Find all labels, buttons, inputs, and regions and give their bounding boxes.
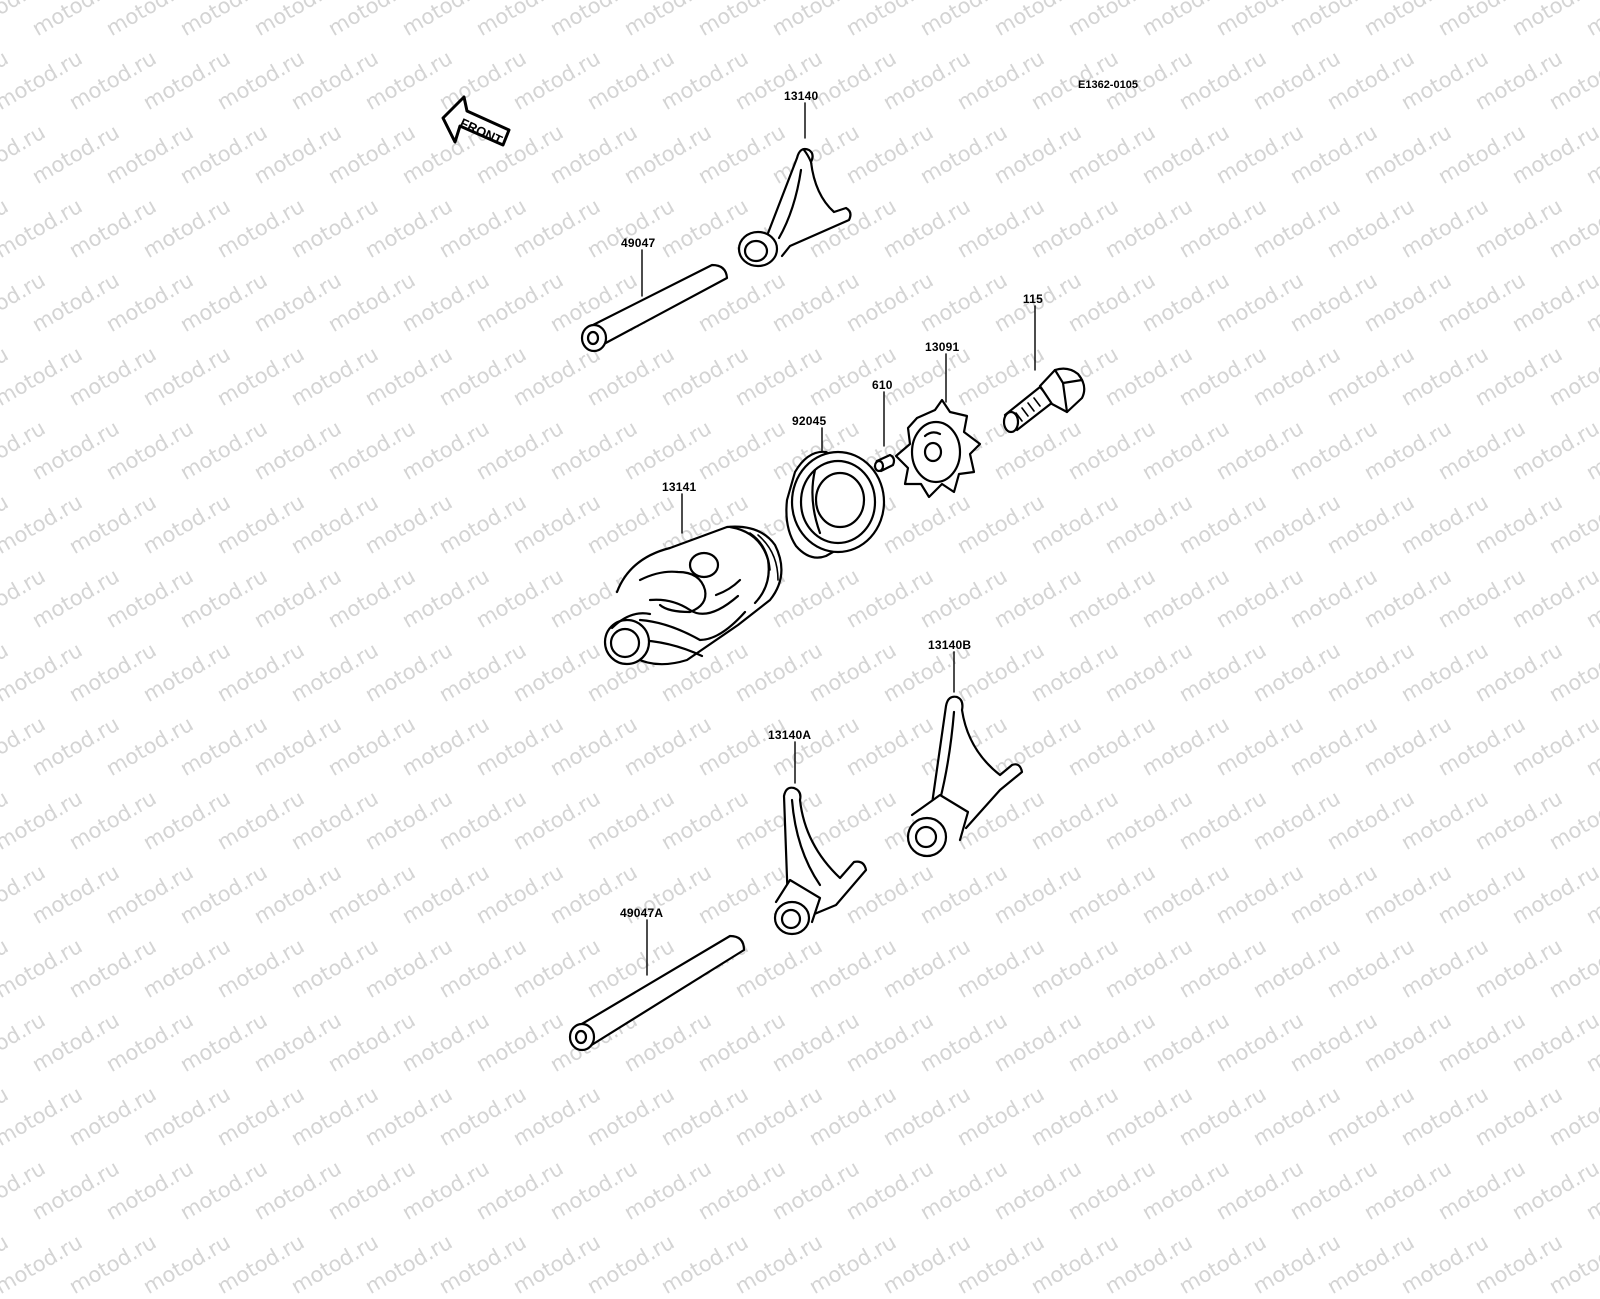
leader-lines	[641, 102, 1036, 976]
star-plate-icon	[894, 398, 982, 499]
bolt-icon	[1002, 367, 1086, 434]
watermark-text: motod.ru	[1249, 1229, 1345, 1299]
watermark-text: motod.ru	[1471, 1229, 1567, 1299]
shift-fork-icon	[906, 695, 1024, 858]
part-label-13141: 13141	[662, 480, 697, 494]
watermark-text: motod.ru	[1397, 1229, 1493, 1299]
watermark-text: motod.ru	[805, 1229, 901, 1299]
shift-rod-icon	[568, 934, 746, 1052]
part-label-115: 115	[1023, 292, 1043, 306]
part-label-610: 610	[872, 378, 893, 392]
shift-fork-icon	[737, 147, 852, 268]
part-label-49047A: 49047A	[620, 906, 664, 920]
watermark-text: motod.ru	[435, 1229, 531, 1299]
watermark-text: motod.ru	[139, 1229, 235, 1299]
watermark-text: motod.ru	[1027, 1229, 1123, 1299]
part-label-13140: 13140	[784, 89, 819, 103]
parts-drawing: FRONT	[441, 95, 1086, 1052]
watermark-text: motod.ru	[361, 1229, 457, 1299]
pin-icon	[873, 453, 896, 473]
shift-rod-icon	[580, 263, 729, 353]
watermark-text: motod.ru	[287, 1229, 383, 1299]
watermark-text: motod.ru	[509, 1229, 605, 1299]
watermark-text: motod.ru	[1545, 1229, 1600, 1299]
shift-fork-icon	[773, 786, 868, 936]
watermark-text: motod.ru	[0, 1229, 13, 1299]
watermark-text: motod.ru	[583, 1229, 679, 1299]
watermark-text: motod.ru	[65, 1229, 161, 1299]
part-label-13091: 13091	[925, 340, 960, 354]
ball-bearing-icon	[785, 450, 886, 559]
watermark-text: motod.ru	[1175, 1229, 1271, 1299]
watermark-text: motod.ru	[657, 1229, 753, 1299]
watermark-text: motod.ru	[0, 1229, 87, 1299]
diagram-reference-code: E1362-0105	[1078, 79, 1138, 91]
front-arrow-icon: FRONT	[441, 95, 511, 148]
watermark-text: motod.ru	[1101, 1229, 1197, 1299]
shift-drum-icon	[603, 525, 783, 666]
watermark-text: motod.ru	[213, 1229, 309, 1299]
watermark-text: motod.ru	[879, 1229, 975, 1299]
watermark-text: motod.ru	[731, 1229, 827, 1299]
part-label-13140A: 13140A	[768, 728, 812, 742]
part-label-49047: 49047	[621, 236, 656, 250]
part-label-13140B: 13140B	[928, 638, 972, 652]
watermark-text: motod.ru	[953, 1229, 1049, 1299]
part-label-92045: 92045	[792, 414, 827, 428]
watermark-text: motod.ru	[1323, 1229, 1419, 1299]
